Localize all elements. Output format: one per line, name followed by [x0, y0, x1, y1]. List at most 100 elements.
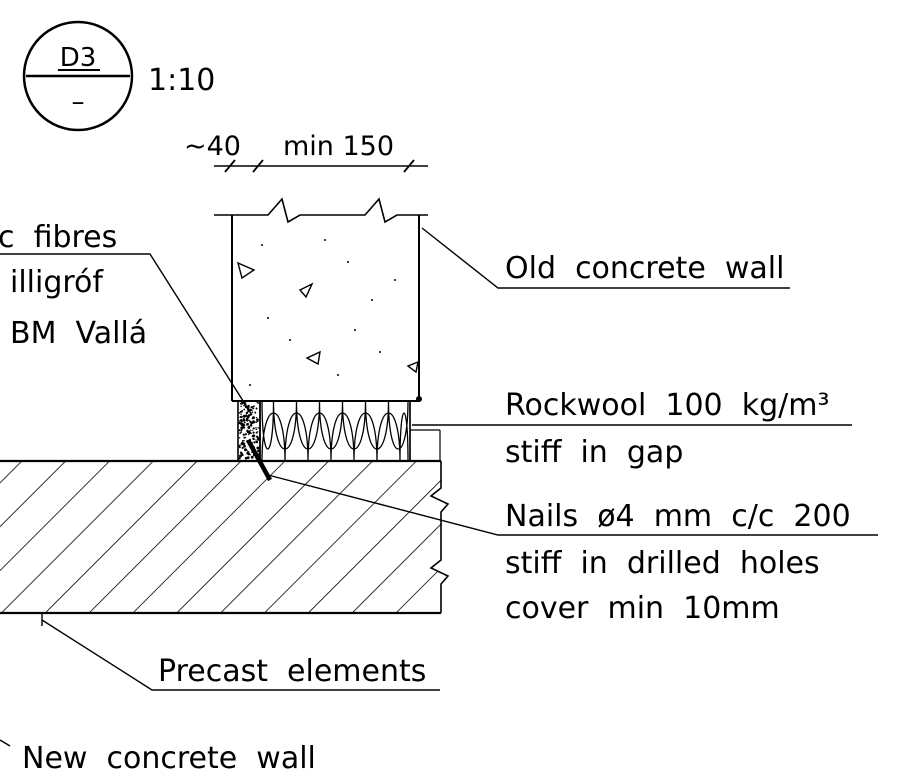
stipple-dot — [253, 441, 256, 443]
stipple-dot — [243, 404, 246, 407]
stipple-dot — [252, 405, 255, 408]
stipple-dot — [255, 440, 259, 444]
dimension-gap-text: ~40 — [184, 131, 241, 162]
stipple-dot — [238, 437, 241, 439]
leader-precast — [41, 619, 440, 691]
stipple-dot — [252, 438, 254, 440]
stipple-dot — [240, 430, 242, 432]
stipple-dot — [240, 415, 243, 419]
slab-break-line — [429, 461, 450, 613]
stipple-dot — [241, 446, 244, 450]
dimension-tick — [224, 159, 236, 173]
stipple-dot — [257, 431, 259, 433]
stipple-dot — [242, 433, 245, 436]
precast-slab — [0, 459, 450, 615]
stipple-dot — [240, 419, 244, 423]
label-fibres-1: c fibres — [0, 220, 117, 255]
label-rockwool-1: Rockwool 100 kg/m³ — [505, 388, 829, 423]
stipple-dot — [240, 431, 243, 433]
label-nails-3: cover min 10mm — [505, 591, 780, 626]
stipple-dot — [246, 456, 250, 459]
dimension-tick — [403, 159, 415, 173]
detail-bubble: D3 – 1:10 — [22, 20, 215, 132]
stipple-dot — [238, 457, 241, 460]
stipple-dot — [246, 423, 249, 426]
stipple-dot — [249, 429, 251, 432]
stipple-dot — [251, 411, 254, 413]
rockwool-loops — [261, 400, 409, 462]
stipple-dot — [240, 413, 242, 416]
stipple-dot — [245, 418, 249, 422]
stipple-dot — [240, 427, 243, 429]
stipple-dot — [255, 416, 258, 419]
label-nails-2: stiff in drilled holes — [505, 546, 820, 581]
stipple-dot — [252, 434, 256, 437]
stipple-dot — [249, 421, 252, 424]
stipple-dot — [255, 407, 258, 410]
wall-corner-dot — [416, 396, 422, 402]
stipple-dot — [243, 421, 246, 424]
stipple-dot — [255, 427, 257, 429]
stipple-dot — [242, 414, 246, 418]
stipple-dot — [240, 422, 244, 426]
stipple-dot — [252, 416, 255, 420]
stipple-dot — [252, 420, 254, 422]
label-old-wall: Old concrete wall — [505, 251, 784, 286]
stipple-dot — [244, 456, 248, 460]
stipple-dot — [243, 440, 245, 442]
old-concrete-wall — [214, 197, 428, 402]
label-rockwool-2: stiff in gap — [505, 435, 683, 470]
stipple-dot — [253, 420, 256, 423]
stipple-dot — [238, 444, 241, 447]
stipple-dot — [252, 431, 255, 434]
label-nails-1: Nails ø4 mm c/c 200 — [505, 499, 851, 534]
leader-nails — [267, 474, 878, 536]
nail — [246, 438, 272, 482]
dimension-tick — [252, 159, 264, 173]
leader-old-wall — [421, 227, 790, 289]
stipple-dot — [241, 453, 244, 457]
wall-break-line — [214, 197, 428, 224]
stipple-dot — [255, 439, 257, 441]
stipple-dot — [247, 451, 249, 453]
rockwool-loop-path — [261, 400, 409, 462]
leader-fibres — [0, 253, 253, 416]
stipple-dot — [255, 421, 258, 423]
stipple-dot — [251, 429, 253, 432]
stipple-dot — [250, 406, 253, 409]
stipple-dot — [246, 452, 249, 455]
concrete-aggregate — [236, 239, 419, 386]
label-precast: Precast elements — [158, 654, 426, 689]
leader-new-wall — [0, 739, 11, 747]
stipple-dot — [240, 421, 242, 424]
label-new-wall: New concrete wall — [22, 741, 316, 776]
stipple-dot — [256, 446, 260, 450]
leader-lines — [0, 227, 878, 747]
label-fibres-3: BM Vallá — [10, 316, 147, 351]
stipple-dot — [244, 448, 247, 452]
stipple-dot — [243, 408, 246, 411]
stipple-dot — [240, 405, 242, 408]
stipple-dot — [242, 442, 246, 445]
stipple-dot — [249, 453, 251, 456]
stipple-dot — [243, 436, 246, 439]
stipple-dot — [257, 439, 260, 441]
dimension-line: ~40 min 150 — [184, 131, 428, 173]
detail-circle — [22, 20, 134, 132]
stipple-dot — [241, 410, 244, 412]
stipple-dot — [257, 449, 260, 453]
stipple-dot — [248, 419, 251, 422]
stipple-dot — [242, 418, 246, 422]
stipple-dot — [248, 433, 250, 436]
stipple-dot — [252, 407, 255, 410]
stipple-dot — [252, 427, 255, 430]
stipple-dot — [238, 429, 241, 432]
stipple-dot — [245, 411, 249, 415]
stipple-dot — [244, 433, 248, 436]
stipple-dot — [255, 428, 258, 431]
stipple-dot — [254, 411, 257, 414]
label-fibres-2: illigróf — [10, 265, 104, 300]
stipple-dot — [247, 426, 250, 429]
stipple-dot — [250, 455, 254, 459]
